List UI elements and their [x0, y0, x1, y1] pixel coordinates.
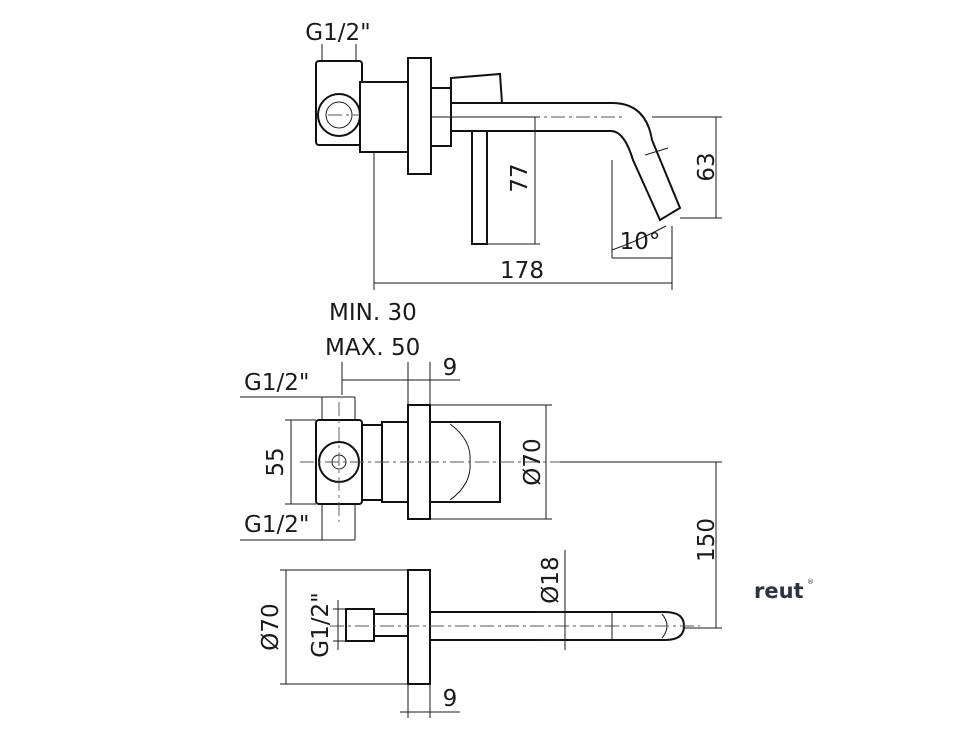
side-angle-label: 10° [620, 229, 661, 255]
bottom-thread-label: G1/2" [244, 512, 309, 538]
brand-mark: ® [807, 578, 814, 586]
top-view: MIN. 30 MAX. 50 9 G1/2" 55 G1/2" [240, 300, 722, 628]
top-plate-label: 9 [443, 355, 458, 381]
front-view: Ø70 G1/2" Ø18 9 [258, 550, 722, 718]
plate-diameter-label: Ø70 [520, 438, 546, 485]
front-connector [345, 608, 375, 642]
side-handle [450, 72, 504, 104]
side-spout [450, 102, 682, 222]
front-plate-label: 9 [443, 686, 458, 712]
body-height-label: 55 [263, 447, 289, 476]
front-plate-diameter-label: Ø70 [258, 603, 284, 650]
top-handle [429, 421, 501, 503]
side-thread-label: G1/2" [305, 20, 370, 46]
brand-name: reut [754, 579, 804, 603]
wall-max-label: MAX. 50 [325, 335, 420, 361]
side-view: G1/2" 77 63 10° 178 [305, 20, 722, 290]
spout-diameter-label: Ø18 [538, 556, 564, 603]
side-height-label: 77 [507, 163, 533, 192]
top-thread-label: G1/2" [244, 370, 309, 396]
side-length-label: 178 [500, 258, 544, 284]
wall-min-label: MIN. 30 [329, 300, 417, 326]
spout-distance-label: 150 [694, 518, 720, 562]
front-wall-plate [407, 569, 431, 685]
brand-logo: reut ® [754, 578, 814, 603]
front-thread-label: G1/2" [308, 592, 334, 657]
side-drop-label: 63 [694, 152, 720, 181]
side-wall-plate [407, 57, 432, 175]
side-lever [471, 127, 488, 245]
side-valve-body [359, 81, 409, 153]
